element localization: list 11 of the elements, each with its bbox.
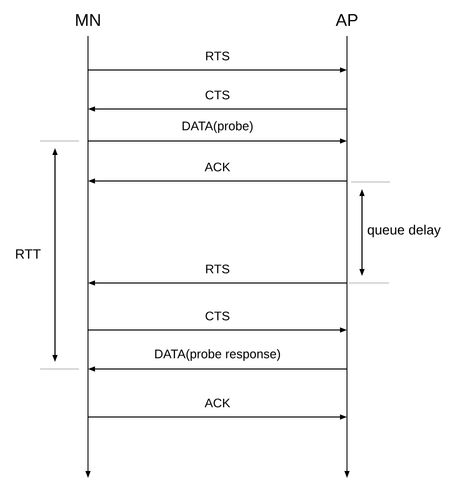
edge-label: RTS [204,264,231,274]
edge-label: CTS [204,310,231,322]
edge-label: DATA(probe response) [153,348,282,362]
edge-label: CTS [204,90,231,100]
edge-label: ACK [204,398,232,408]
node-label: AP [336,14,358,26]
dimension-label: RTT [16,249,41,259]
edge-label: DATA(probe) [180,120,254,134]
node-label: MN [76,14,100,26]
edge-label: RTS [204,50,231,62]
edge-label: ACK [204,162,232,172]
